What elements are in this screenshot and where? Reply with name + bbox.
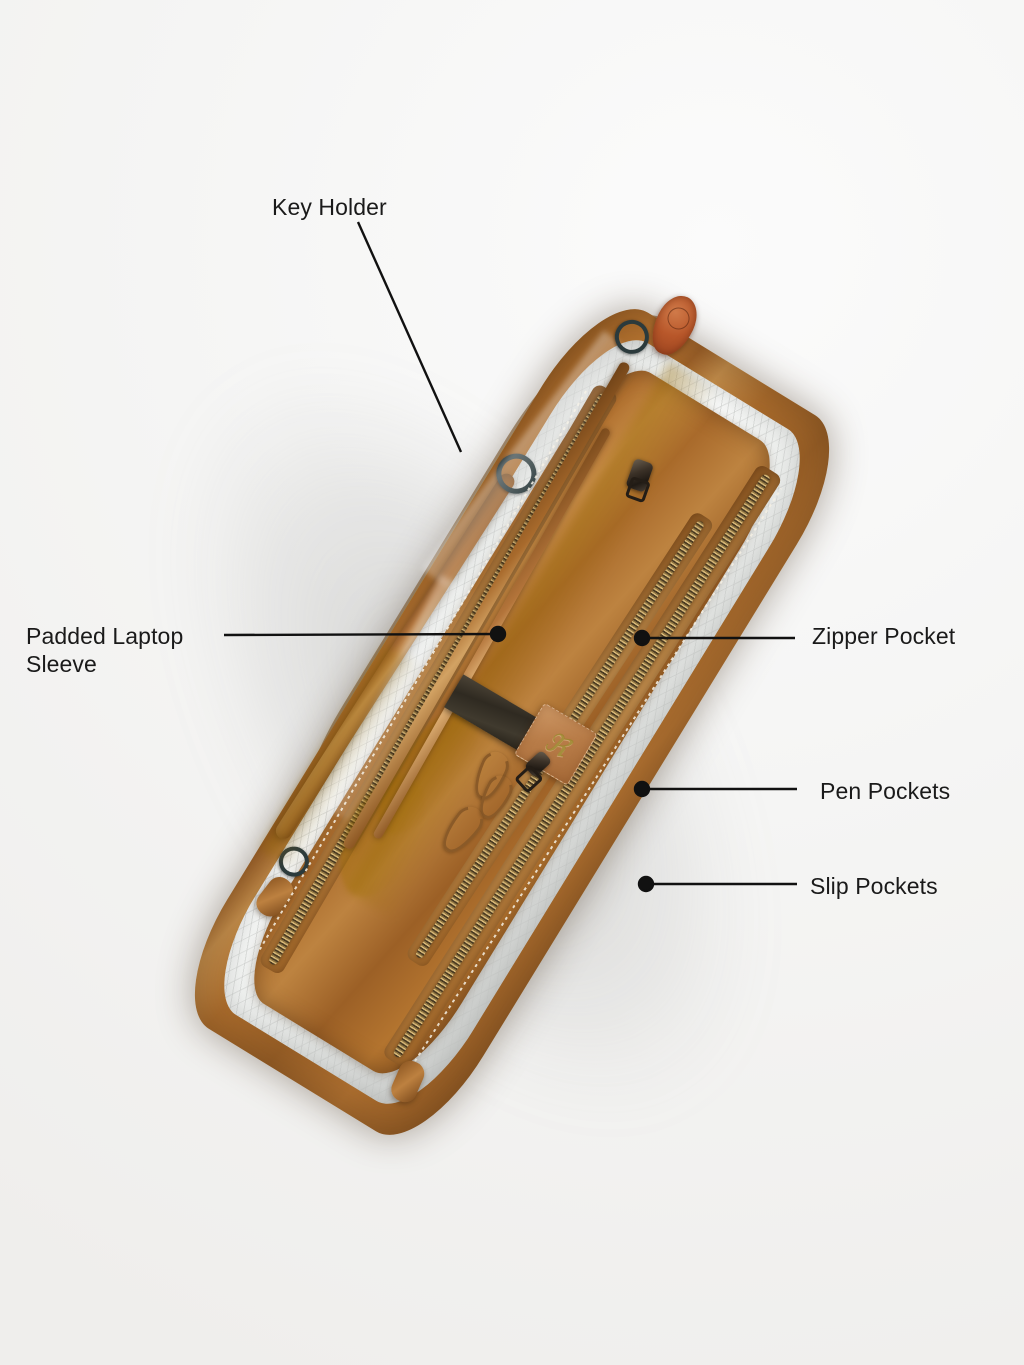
callout-label-key-holder[interactable]: Key Holder	[272, 194, 387, 220]
callout-label-zipper-pocket[interactable]: Zipper Pocket	[812, 623, 956, 649]
callout-label-slip-pockets[interactable]: Slip Pockets	[810, 873, 938, 899]
callout-label-pen-pockets[interactable]: Pen Pockets	[820, 778, 951, 804]
callout-label-padded-laptop-sleeve[interactable]: Padded Laptop Sleeve	[26, 623, 184, 678]
